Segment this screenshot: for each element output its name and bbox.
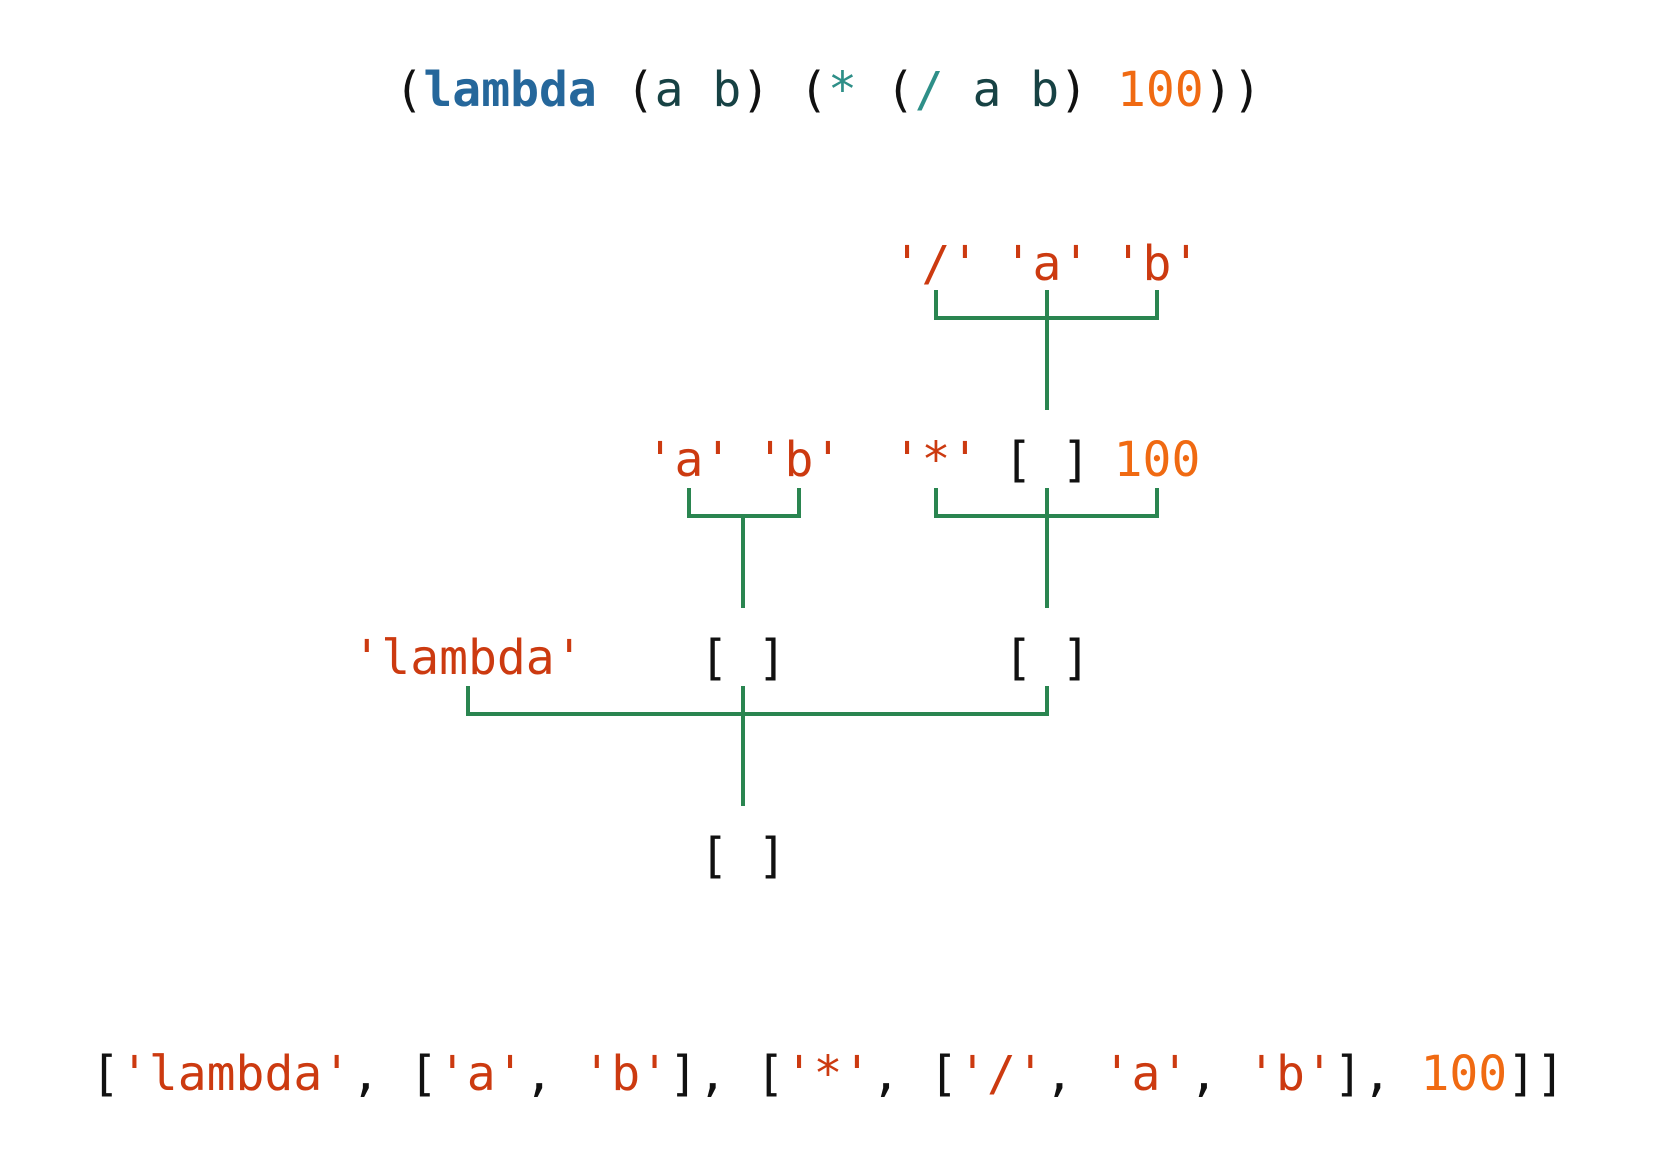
- result-token: 'a': [437, 1046, 525, 1102]
- tree-node-b-param: 'b': [755, 432, 843, 488]
- python-list-result: ['lambda', ['a', 'b'], ['*', ['/', 'a', …: [91, 1046, 1565, 1102]
- connector-root-bracket: [466, 686, 1049, 716]
- result-token: '/': [958, 1046, 1045, 1102]
- result-token: ],: [1333, 1046, 1421, 1102]
- tree-node-a-inner: 'a': [1003, 236, 1091, 292]
- result-token: ,: [1189, 1046, 1248, 1102]
- source-token: a b: [654, 62, 742, 118]
- result-token: 'lambda': [119, 1046, 352, 1102]
- result-token: ]]: [1507, 1046, 1565, 1102]
- tree-node-root: [ ]: [699, 828, 787, 884]
- source-token: ) (: [741, 62, 828, 118]
- source-token: (: [856, 62, 915, 118]
- tree-node-lambda: 'lambda': [352, 630, 584, 686]
- source-token: (: [394, 62, 424, 118]
- result-token: 'b': [582, 1046, 670, 1102]
- tree-node-list-body: [ ]: [1003, 630, 1091, 686]
- tree-node-list-div: [ ]: [1003, 432, 1091, 488]
- result-token: ,: [524, 1046, 583, 1102]
- result-token: 'b': [1247, 1046, 1334, 1102]
- result-token: , [: [871, 1046, 959, 1102]
- result-token: '*': [784, 1046, 872, 1102]
- source-token: ): [1059, 62, 1117, 118]
- result-token: ,: [1044, 1046, 1103, 1102]
- connector-params-bracket: [687, 488, 801, 518]
- tree-node-slash: '/': [892, 236, 980, 292]
- result-token: 'a': [1102, 1046, 1190, 1102]
- source-token: a b: [943, 62, 1060, 118]
- result-token: ], [: [669, 1046, 785, 1102]
- tree-node-b-inner: 'b': [1113, 236, 1201, 292]
- tree-node-star: '*': [892, 432, 980, 488]
- tree-node-100: 100: [1113, 432, 1201, 488]
- result-token: [: [91, 1046, 120, 1102]
- lisp-source-expression: (lambda (a b) (* (/ a b) 100)): [395, 62, 1262, 118]
- tree-node-a-param: 'a': [645, 432, 733, 488]
- result-token: , [: [351, 1046, 438, 1102]
- source-token: 100: [1117, 62, 1204, 118]
- result-token: 100: [1420, 1046, 1508, 1102]
- source-token: /: [914, 62, 944, 118]
- tree-node-list-params: [ ]: [699, 630, 787, 686]
- source-token: lambda: [423, 62, 597, 118]
- source-token: )): [1203, 62, 1262, 118]
- source-token: (: [596, 62, 655, 118]
- source-token: *: [828, 62, 857, 118]
